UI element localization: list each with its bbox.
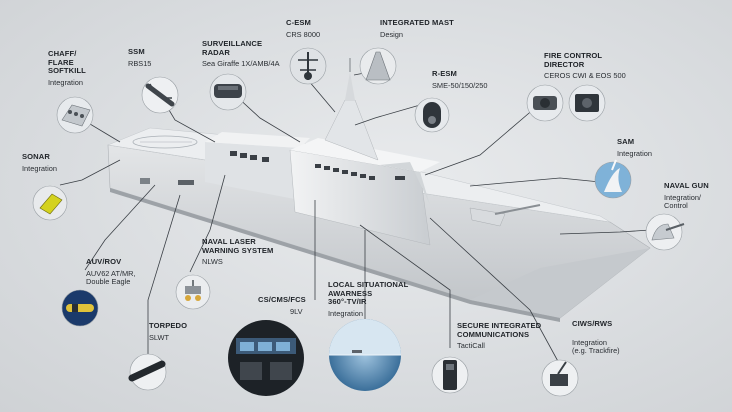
- callout-chaff-title-2: FLARE: [48, 57, 74, 67]
- callout-secure-comms: SECURE INTEGRATED COMMUNICATIONS TactiCa…: [457, 321, 542, 351]
- callout-ssm-title: SSM: [128, 47, 145, 56]
- callout-sonar: SONAR Integration: [22, 152, 57, 173]
- sam-launch-icon: [594, 159, 632, 199]
- callout-sonar-subtitle: Integration: [22, 163, 57, 173]
- callout-ciws-rws: CIWS/RWS Integration (e.g. Trackfire): [572, 319, 620, 356]
- sonar-icon: [32, 185, 68, 221]
- callout-resm: R-ESM SME-50/150/250: [432, 69, 488, 90]
- callout-fcd-title-2: DIRECTOR: [544, 59, 585, 69]
- callout-gun-subtitle-1: Integration/: [664, 192, 701, 202]
- callout-ciws-subtitle-1: Integration: [572, 337, 607, 347]
- callout-surveillance-subtitle: Sea Giraffe 1X/AMB/4A: [202, 59, 280, 69]
- callout-laser-title-1: NAVAL LASER: [202, 237, 256, 246]
- callout-chaff: CHAFF/ FLARE SOFTKILL Integration: [48, 49, 86, 88]
- radar-icon: [209, 73, 247, 111]
- callout-lsa-title-2: AWARNESS: [328, 288, 373, 298]
- callout-torpedo-subtitle: SLWT: [149, 332, 169, 342]
- callout-lsa-subtitle: Integration: [328, 309, 363, 319]
- callout-cesm-subtitle: CRS 8000: [286, 29, 321, 39]
- torpedo-icon: [128, 353, 167, 391]
- radio-handset-icon: [431, 356, 469, 394]
- ciws-turret-icon: [541, 359, 579, 397]
- callout-cesm: C-ESM CRS 8000: [286, 18, 321, 39]
- callout-local-situational-awareness: LOCAL SITUATIONAL AWARNESS 360°-TV/IR In…: [328, 280, 409, 319]
- naval-gun-icon: [645, 213, 685, 251]
- callout-fire-control-director: FIRE CONTROL DIRECTOR CEROS CWI & EOS 50…: [544, 51, 626, 81]
- callout-comms-subtitle: TactiCall: [457, 341, 485, 351]
- sea-horizon-image: [329, 319, 401, 391]
- callout-cesm-title: C-ESM: [286, 18, 311, 27]
- fire-control-director-icon: [526, 84, 606, 122]
- callout-mast-subtitle: Design: [380, 29, 404, 39]
- operator-console-image: [228, 320, 304, 396]
- laser-warning-icon: [175, 274, 211, 310]
- auv-icon: [61, 289, 99, 327]
- callout-fcd-subtitle: CEROS CWI & EOS 500: [544, 71, 626, 81]
- callout-naval-gun: NAVAL GUN Integration/ Control: [664, 181, 709, 211]
- callout-gun-subtitle-2: Control: [664, 201, 688, 211]
- callout-sam-subtitle: Integration: [617, 148, 652, 158]
- callout-surveillance-title-2: RADAR: [202, 47, 230, 57]
- ship-hull: [107, 58, 651, 322]
- esm-sensor-icon: [414, 97, 450, 133]
- callout-laser-title-2: WARNING SYSTEM: [202, 245, 274, 255]
- callout-ciws-title: CIWS/RWS: [572, 319, 613, 328]
- callout-resm-subtitle: SME-50/150/250: [432, 80, 488, 90]
- chaff-launcher-icon: [56, 96, 94, 134]
- callout-chaff-subtitle: Integration: [48, 78, 83, 88]
- callout-lsa-title-1: LOCAL SITUATIONAL: [328, 280, 409, 289]
- missile-icon: [141, 76, 179, 114]
- callout-comms-title-1: SECURE INTEGRATED: [457, 321, 542, 330]
- callout-naval-laser: NAVAL LASER WARNING SYSTEM NLWS: [202, 237, 274, 267]
- callout-resm-title: R-ESM: [432, 69, 457, 78]
- callout-laser-subtitle: NLWS: [202, 257, 223, 267]
- callout-auv-title: AUV/ROV: [86, 257, 122, 266]
- callout-fcd-title-1: FIRE CONTROL: [544, 51, 603, 60]
- callout-comms-title-2: COMMUNICATIONS: [457, 329, 530, 339]
- callout-surveillance-radar: SURVEILLANCE RADAR Sea Giraffe 1X/AMB/4A: [202, 39, 280, 69]
- callout-lsa-title-3: 360°-TV/IR: [328, 297, 367, 307]
- callout-surveillance-title-1: SURVEILLANCE: [202, 39, 263, 48]
- esm-antenna-icon: [289, 47, 327, 85]
- callout-cms-subtitle: 9LV: [290, 306, 303, 316]
- callout-torpedo: TORPEDO SLWT: [149, 321, 188, 342]
- callout-integrated-mast: INTEGRATED MAST Design: [380, 18, 454, 39]
- callout-chaff-title-3: SOFTKILL: [48, 66, 86, 76]
- callout-mast-title: INTEGRATED MAST: [380, 18, 454, 27]
- callout-auv-subtitle-1: AUV62 AT/MR,: [86, 268, 136, 278]
- callout-ciws-subtitle-2: (e.g. Trackfire): [572, 346, 620, 356]
- callout-cms-title: CS/CMS/FCS: [258, 295, 306, 304]
- mast-icon: [359, 47, 397, 85]
- callout-ssm-subtitle: RBS15: [128, 58, 152, 68]
- callout-sam-title: SAM: [617, 137, 635, 146]
- callout-sonar-title: SONAR: [22, 152, 50, 161]
- callout-torpedo-title: TORPEDO: [149, 321, 188, 330]
- callout-auv-subtitle-2: Double Eagle: [86, 277, 131, 287]
- callout-auv-rov: AUV/ROV AUV62 AT/MR, Double Eagle: [86, 257, 136, 287]
- callout-chaff-title-1: CHAFF/: [48, 49, 77, 58]
- callout-ssm: SSM RBS15: [128, 47, 152, 68]
- callout-sam: SAM Integration: [617, 137, 652, 158]
- callout-gun-title: NAVAL GUN: [664, 181, 709, 190]
- callout-cs-cms-fcs: CS/CMS/FCS 9LV: [258, 295, 306, 316]
